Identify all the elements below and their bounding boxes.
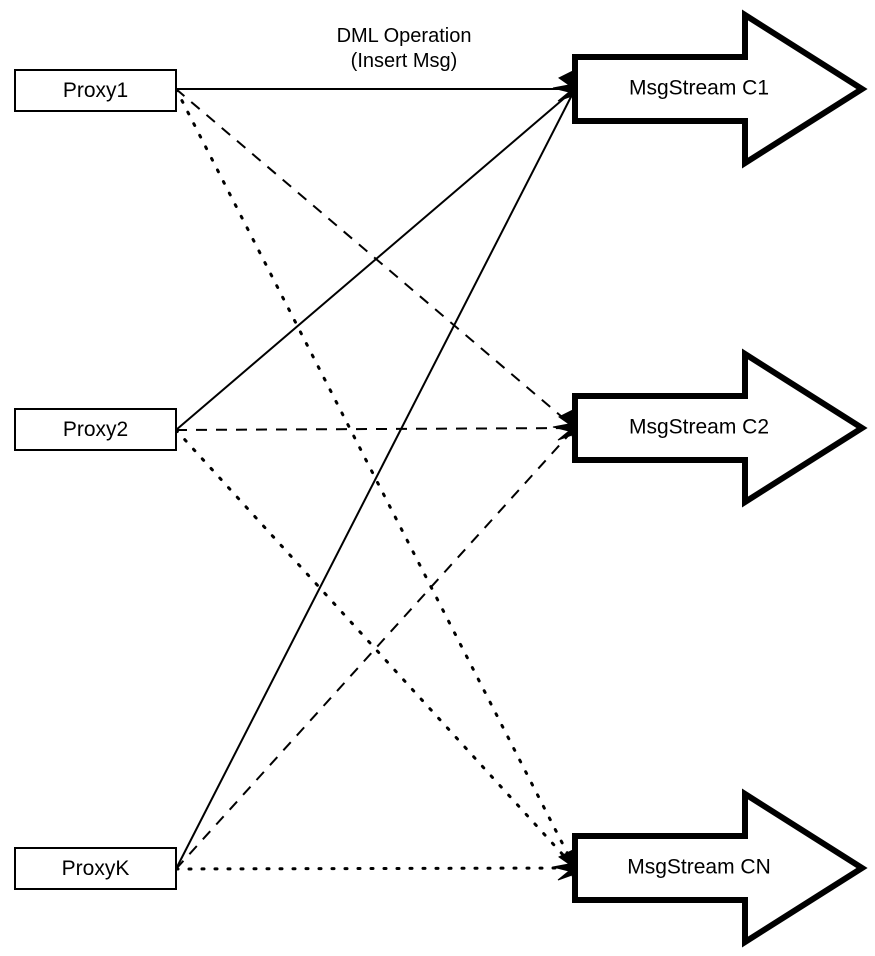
edge-p1-c2	[175, 88, 576, 429]
edge-label-line-1: DML Operation	[337, 25, 472, 47]
proxy-label-proxyk: ProxyK	[62, 857, 130, 880]
proxy-box-shape-proxyk	[14, 847, 177, 890]
proxy-node-proxy2[interactable]: Proxy2	[14, 408, 177, 451]
stream-arrow-shape-c1	[572, 9, 868, 169]
edge-p1-cn	[174, 87, 577, 870]
proxy-node-proxyk[interactable]: ProxyK	[14, 847, 177, 890]
stream-node-cn[interactable]: MsgStream CN	[572, 788, 868, 948]
proxy-label-proxy2: Proxy2	[63, 418, 128, 441]
stream-node-c1[interactable]: MsgStream C1	[572, 9, 868, 169]
edge-pk-cn	[174, 866, 577, 871]
proxy-box-shape-proxy1	[14, 69, 177, 112]
streams-layer: MsgStream C1 MsgStream C2 MsgStream CN	[572, 9, 868, 948]
arrowheads-layer	[552, 69, 576, 889]
proxy-box-shape-proxy2	[14, 408, 177, 451]
stream-label-c1: MsgStream C1	[629, 77, 769, 100]
edge-p2-cn	[174, 428, 577, 870]
stream-arrow-shape-c2	[572, 348, 868, 508]
edge-pk-c1	[175, 88, 576, 870]
stream-node-c2[interactable]: MsgStream C2	[572, 348, 868, 508]
stream-arrow-shape-cn	[572, 788, 868, 948]
proxy-node-proxy1[interactable]: Proxy1	[14, 69, 177, 112]
edge-label-group: DML Operation (Insert Msg)	[337, 25, 472, 72]
stream-label-cn: MsgStream CN	[627, 856, 771, 879]
edge-pk-c2	[175, 427, 576, 870]
proxy-label-proxy1: Proxy1	[63, 79, 128, 102]
edge-label-line-2: (Insert Msg)	[351, 50, 458, 72]
edge-p2-c2	[175, 427, 576, 431]
edges-layer	[174, 87, 577, 871]
stream-label-c2: MsgStream C2	[629, 416, 769, 439]
